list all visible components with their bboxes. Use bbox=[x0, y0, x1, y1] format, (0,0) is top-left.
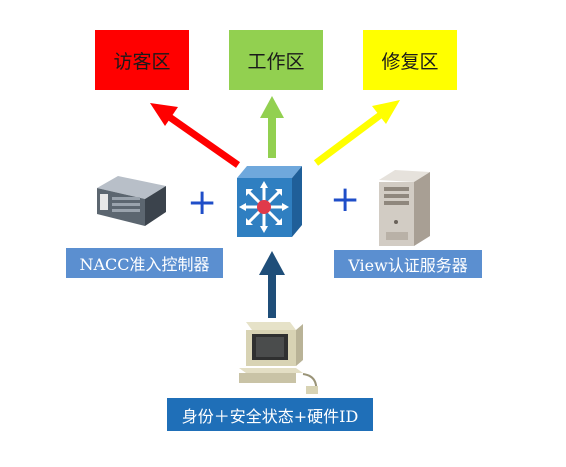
arrow-terminal-to-switch bbox=[259, 251, 285, 318]
zone-guest: 访客区 bbox=[95, 30, 189, 90]
plus-sign-left: + bbox=[187, 182, 218, 223]
view-auth-server-label: View认证服务器 bbox=[334, 250, 482, 278]
arrow-to-guest bbox=[150, 103, 241, 168]
nacc-controller-text: NACC准入控制器 bbox=[79, 255, 210, 274]
nacc-controller-label: NACC准入控制器 bbox=[66, 248, 223, 278]
zone-work: 工作区 bbox=[229, 30, 323, 90]
zone-guest-label: 访客区 bbox=[113, 50, 171, 73]
server-icon bbox=[97, 176, 166, 226]
plus-sign-right: + bbox=[330, 179, 361, 220]
switch-icon bbox=[237, 166, 302, 237]
terminal-credentials-label: 身份＋安全状态+硬件ID bbox=[167, 398, 373, 431]
arrow-to-work bbox=[260, 96, 284, 158]
zone-work-label: 工作区 bbox=[247, 50, 305, 73]
view-auth-server-text: View认证服务器 bbox=[348, 256, 468, 275]
zone-repair-label: 修复区 bbox=[381, 50, 439, 73]
computer-terminal-icon bbox=[239, 322, 318, 394]
arrow-to-repair bbox=[313, 100, 400, 166]
zone-repair: 修复区 bbox=[363, 30, 457, 90]
tower-server-icon bbox=[379, 170, 430, 246]
terminal-credentials-text: 身份＋安全状态+硬件ID bbox=[181, 406, 359, 426]
